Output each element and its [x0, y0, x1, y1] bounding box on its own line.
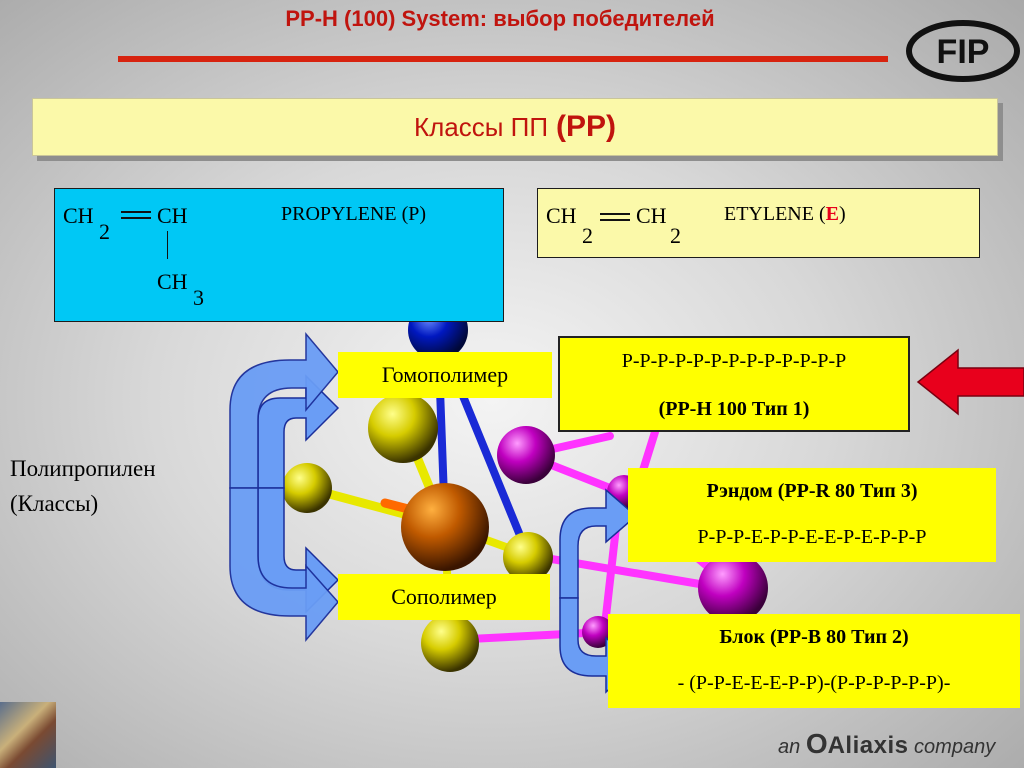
random-title: Рэндом (PP-R 80 Тип 3): [706, 480, 918, 502]
aliaxis-brand: Aliaxis: [827, 732, 909, 759]
aliaxis-o-mark: O: [805, 728, 828, 759]
ethylene-label-suffix: ): [838, 203, 846, 225]
fip-logo-text: FIP: [937, 33, 990, 71]
subtitle-text: Классы ПП: [413, 111, 549, 142]
red-arrow-icon: [916, 348, 1024, 416]
propylene-ch2: CH: [63, 203, 94, 228]
random-copolymer-box: Рэндом (PP-R 80 Тип 3) P-P-P-E-P-P-E-E-P…: [628, 468, 996, 562]
copolymer-label: Сополимер: [338, 574, 550, 620]
atom-orange: [401, 483, 489, 571]
double-bond-bottom: [121, 217, 151, 219]
bracket-lower-icon: [229, 487, 339, 643]
block-copolymer-box: Блок (PP-B 80 Тип 2) - (P-P-E-E-E-P-P)-(…: [608, 614, 1020, 708]
block-title: Блок (PP-B 80 Тип 2): [719, 626, 909, 648]
title-underline: [118, 56, 888, 62]
atom-yellow: [421, 614, 479, 672]
propylene-ch: CH: [157, 203, 188, 228]
atom-yellow: [503, 532, 553, 582]
aliaxis-logo: an OAliaxis company: [778, 728, 995, 760]
propylene-ch3: CH: [157, 269, 188, 294]
homopolymer-sequence-box: P-P-P-P-P-P-P-P-P-P-P-P-P (PP-H 100 Тип …: [558, 336, 910, 432]
bracket-upper-icon: [229, 331, 339, 489]
polypropylene-line2: (Классы): [10, 490, 99, 516]
ethylene-ch2-right: CH: [636, 203, 667, 228]
arrow-up-to-homopolymer-icon: [257, 374, 340, 489]
aliaxis-suffix: company: [914, 736, 996, 758]
homopolymer-type: (PP-H 100 Тип 1): [658, 398, 810, 420]
slide-title: PP-H (100) System: выбор победителей: [285, 6, 715, 31]
double-bond-top: [121, 211, 151, 213]
polypropylene-line1: Полипропилен: [10, 456, 156, 481]
propylene-label: PROPYLENE (P): [281, 203, 427, 225]
double-bond-bottom: [600, 219, 630, 221]
single-bond-vertical: [167, 231, 168, 259]
atom-yellow: [282, 463, 332, 513]
propylene-ch2-subscript: 2: [99, 219, 110, 244]
aliaxis-prefix: an: [778, 736, 801, 758]
fip-logo: FIP: [906, 20, 1020, 82]
polypropylene-classes-label: Полипропилен (Классы): [10, 452, 156, 521]
corner-photo: [0, 702, 56, 768]
double-bond-top: [600, 213, 630, 215]
ethylene-label: ETYLENE (E): [724, 203, 846, 226]
ethylene-label-letter: E: [825, 203, 839, 225]
subtitle-highlight: (PP): [556, 110, 617, 143]
atom-purple: [698, 553, 768, 623]
propylene-ch3-subscript: 3: [193, 285, 204, 310]
arrow-to-random-icon: [559, 488, 638, 599]
atom-purple: [497, 426, 555, 484]
homopolymer-label: Гомополимер: [338, 352, 552, 398]
subtitle-bar: Классы ПП (PP): [32, 98, 998, 156]
atom-yellow: [368, 393, 438, 463]
homopolymer-sequence: P-P-P-P-P-P-P-P-P-P-P-P-P: [621, 350, 847, 372]
block-sequence: - (P-P-E-E-E-P-P)-(P-P-P-P-P-P)-: [677, 672, 951, 694]
random-sequence: P-P-P-E-P-P-E-E-P-E-P-P-P: [697, 526, 927, 548]
ethylene-label-prefix: ETYLENE (: [724, 203, 826, 225]
ethylene-subscript-right: 2: [670, 223, 681, 248]
ethylene-formula-box: CH 2 CH 2 ETYLENE (E): [537, 188, 980, 258]
propylene-formula-box: CH 2 CH CH 3 PROPYLENE (P): [54, 188, 504, 322]
ethylene-ch2-left: CH: [546, 203, 577, 228]
ethylene-subscript-left: 2: [582, 223, 593, 248]
